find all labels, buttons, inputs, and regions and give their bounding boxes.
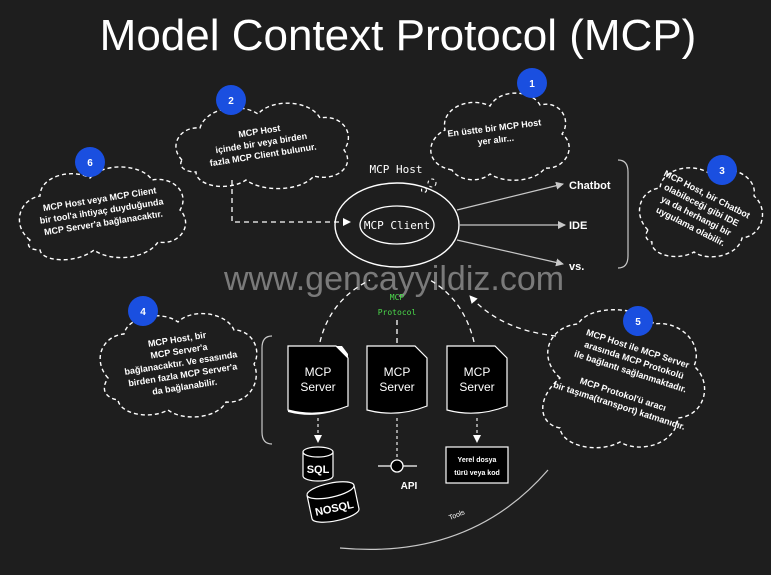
note-6: MCP Host veya MCP Client bir tool'a ihti…: [18, 147, 187, 261]
badge-1: [517, 68, 547, 98]
server-3: MCP Server: [446, 345, 508, 414]
page-title: Model Context Protocol (MCP): [100, 11, 697, 60]
servers-bracket: [261, 335, 273, 445]
mcp-host-ellipse: [334, 182, 460, 268]
output-ide: IDE: [569, 220, 587, 232]
output-chatbot: Chatbot: [569, 180, 611, 192]
local-file-line-1: Yerel dosya: [458, 457, 497, 464]
api-icon: API: [378, 459, 418, 492]
note-4: MCP Host, bir MCP Server'a bağlanacaktır…: [99, 296, 258, 418]
note-3: MCP Host, bir Chatbot olabileceği gibi I…: [638, 155, 764, 258]
mcp-client-ellipse: [359, 205, 435, 245]
badge-4-label: 4: [140, 307, 146, 318]
arrow-to-chatbot: [456, 181, 564, 211]
note-5: MCP Host ile MCP Server arasında MCP Pro…: [542, 306, 706, 449]
server-3-line-2: Server: [459, 380, 494, 394]
host-label: MCP Host: [370, 163, 423, 176]
badge-1-label: 1: [529, 79, 535, 90]
server-1-line-2: Server: [300, 380, 335, 394]
server-2-shape: [366, 345, 428, 414]
server-3-line-1: MCP: [464, 365, 491, 379]
server-1: MCP Server: [287, 345, 349, 415]
local-file-box: Yerel dosya türü veya kod: [445, 446, 509, 484]
badge-5: [623, 306, 653, 336]
note-1-line-2: yer alır...: [477, 133, 514, 147]
note-2: MCP Host içinde bir veya birden fazla MC…: [175, 85, 350, 190]
tools-curve: [339, 469, 549, 551]
outputs-brace: [617, 159, 629, 269]
sql-database-icon: SQL: [302, 446, 334, 482]
protocol-label-line-1: MCP: [390, 293, 405, 302]
badge-2: [216, 85, 246, 115]
arrow-to-vs: [456, 239, 564, 267]
protocol-arc-left: [319, 279, 371, 343]
note-1: En üstte bir MCP Host yer alır... 1: [420, 68, 570, 194]
connector-note2-client: [231, 180, 351, 226]
server-3-shape: [446, 345, 508, 414]
protocol-label-line-2: Protocol: [378, 308, 417, 317]
server-2-line-1: MCP: [384, 365, 411, 379]
sql-label: SQL: [307, 464, 330, 476]
badge-2-label: 2: [228, 96, 234, 107]
client-label: MCP Client: [364, 219, 430, 232]
badge-5-label: 5: [635, 317, 641, 328]
badge-4: [128, 296, 158, 326]
api-label: API: [401, 481, 418, 492]
badge-3-label: 3: [719, 166, 725, 177]
local-file-line-2: türü veya kod: [454, 470, 500, 477]
connector-note5-protocol: [469, 295, 557, 337]
nosql-database-icon: NOSQL: [306, 481, 360, 523]
badge-6-label: 6: [87, 158, 93, 169]
server-2-line-2: Server: [379, 380, 414, 394]
server-2: MCP Server: [366, 345, 428, 414]
output-vs: vs.: [569, 261, 584, 273]
protocol-arc-right: [429, 279, 475, 343]
badge-3: [707, 155, 737, 185]
server-1-line-1: MCP: [305, 365, 332, 379]
tools-label: Tools: [448, 509, 466, 522]
badge-6: [75, 147, 105, 177]
